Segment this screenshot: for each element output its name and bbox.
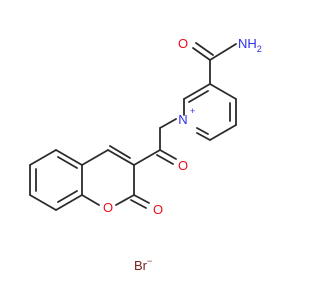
pyridinium-nitrogen-label: N: [178, 112, 187, 127]
bond-ketone-o-2: [156, 154, 174, 165]
bond-py-4-inner: [196, 127, 209, 135]
molecule-canvas: NH2 O N + O O O Br−: [29, 36, 262, 273]
bond-c4-c4a: [81, 149, 109, 166]
bond-benz-6-inner: [57, 156, 78, 169]
pyridinium-charge-label: +: [190, 106, 195, 116]
ring-oxygen-label: O: [103, 200, 113, 215]
bond-amide-c-o-2: [195, 42, 214, 56]
nh2-label: NH2: [238, 36, 262, 54]
bond-benz-5: [29, 149, 57, 166]
bond-c2-o-2: [130, 199, 147, 209]
bond-o1-c8a: [81, 194, 100, 206]
bond-benz-6: [55, 149, 83, 166]
lactone-oxygen-label: O: [153, 202, 163, 217]
bond-py-6: [183, 83, 211, 100]
bond-amide-c-n: [209, 43, 237, 61]
bond-benz-2: [55, 194, 83, 211]
ketone-oxygen-label: O: [178, 158, 188, 173]
bond-ketone-o-1: [159, 149, 177, 160]
bromide-label: Br−: [134, 256, 152, 273]
bond-c3-c4-inner: [109, 145, 131, 159]
bond-c2-o1: [115, 194, 135, 206]
bond-py-6-inner: [188, 90, 209, 103]
bond-n-ch2: [159, 118, 177, 129]
bond-benz-3: [29, 194, 57, 211]
amide-oxygen-label: O: [178, 36, 188, 51]
bond-co-c3: [133, 149, 161, 166]
bond-py-3: [209, 124, 237, 141]
bond-py-1: [209, 83, 237, 100]
bond-py-4: [196, 132, 211, 141]
bond-c3-c4: [107, 149, 135, 166]
structure-diagram: NH2 O N + O O O Br−: [29, 36, 262, 273]
bond-amide-c-o-1: [192, 47, 211, 61]
bond-benz-2-inner: [57, 190, 78, 203]
bond-c2-o-1: [133, 194, 150, 204]
